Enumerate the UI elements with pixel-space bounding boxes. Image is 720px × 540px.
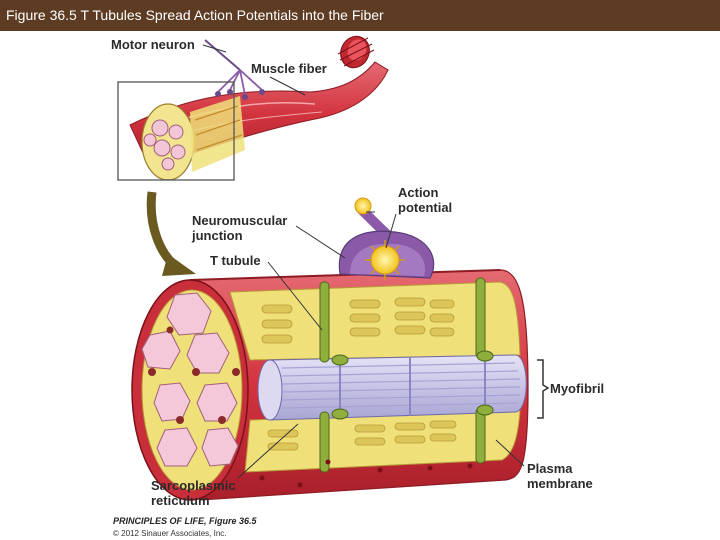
label-motor-neuron: Motor neuron [111, 37, 195, 52]
zoom-box [117, 81, 235, 181]
leader-muscle-fiber [269, 76, 306, 96]
leader-action-potential-b [385, 213, 397, 249]
label-sr-line1: Sarcoplasmic [151, 478, 236, 493]
myofibril-bracket [537, 359, 550, 419]
zoom-arrow-head [162, 254, 196, 276]
label-plasma-membrane-line1: Plasma [527, 461, 573, 476]
label-myofibril: Myofibril [550, 381, 605, 396]
label-action-potential-line1: Action [398, 185, 439, 200]
label-action-potential-line2: potential [398, 200, 453, 215]
label-nmj-line1: Neuromuscular [192, 213, 288, 228]
zoom-arrow [146, 191, 181, 272]
credit-figure: PRINCIPLES OF LIFE, Figure 36.5 [113, 516, 257, 526]
label-t-tubule: T tubule [210, 253, 261, 268]
figure-title: Figure 36.5 T Tubules Spread Action Pote… [6, 7, 384, 23]
muscle-fiber-overview [129, 35, 389, 181]
leader-t-tubule [267, 261, 323, 331]
leader-nmj [295, 225, 346, 259]
leader-motor-neuron [202, 44, 227, 53]
leader-sr [237, 423, 299, 479]
axon-terminal [338, 197, 435, 280]
enlarged-fiber [131, 269, 529, 501]
title-bar: Figure 36.5 T Tubules Spread Action Pote… [0, 0, 720, 31]
label-nmj-line2: junction [192, 228, 243, 243]
label-plasma-membrane-line2: membrane [527, 476, 593, 491]
leader-plasma-membrane [495, 439, 525, 467]
credit-copyright: © 2012 Sinauer Associates, Inc. [113, 529, 227, 538]
label-sr-line2: reticulum [151, 493, 210, 508]
label-muscle-fiber: Muscle fiber [251, 61, 327, 76]
